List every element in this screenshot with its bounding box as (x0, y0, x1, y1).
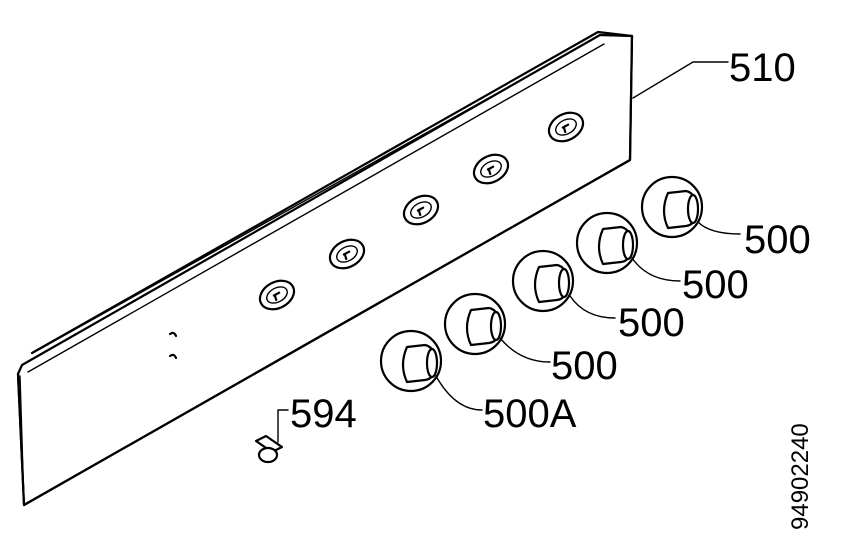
callout-500: 500 (618, 301, 685, 345)
knob (575, 211, 639, 275)
indicator-hole (168, 331, 178, 338)
knob (443, 292, 507, 356)
leader-lines (277, 61, 741, 443)
screw (254, 434, 284, 464)
leader-line-500-4 (499, 337, 551, 363)
leader-line-500-2 (631, 257, 681, 282)
indicator-hole (168, 353, 178, 360)
panel-hole (472, 153, 510, 185)
knob (640, 175, 704, 239)
panel-hole (328, 238, 366, 270)
callout-500A: 500A (483, 392, 577, 436)
panel-hole (402, 194, 440, 226)
drawing-reference-number: 94902240 (787, 423, 814, 530)
callout-594: 594 (290, 392, 357, 436)
leader-line-500A (435, 375, 483, 411)
callout-500: 500 (551, 344, 618, 388)
callout-510: 510 (729, 46, 796, 90)
panel-hole (258, 279, 296, 311)
control-panel (16, 30, 634, 507)
callout-500: 500 (744, 218, 811, 262)
knob (379, 329, 443, 393)
panel-hole (547, 111, 585, 143)
panel-knob-holes (168, 111, 585, 360)
callout-500: 500 (682, 263, 749, 307)
leader-line-510 (632, 61, 729, 99)
leader-line-500-1 (697, 221, 741, 235)
leader-line-500-3 (569, 295, 616, 319)
leader-line-594 (277, 409, 289, 443)
knob (511, 249, 575, 313)
